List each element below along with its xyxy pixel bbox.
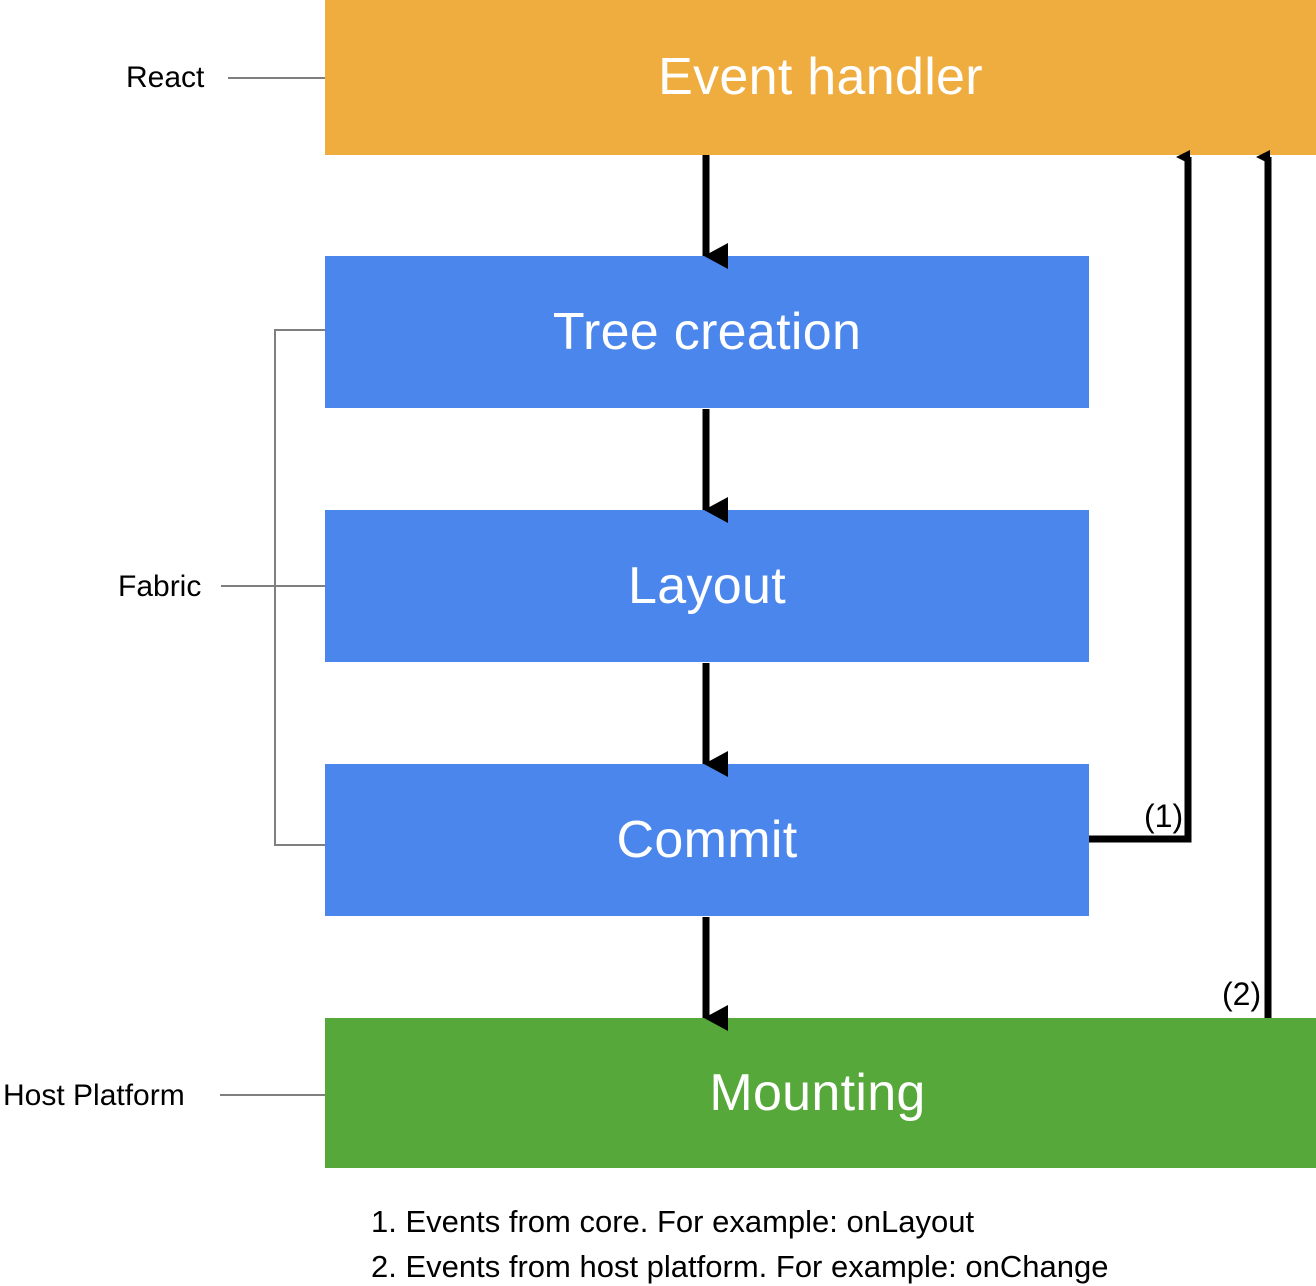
box-label-mounting: Mounting [709, 1064, 926, 1122]
callout-marker-1-text: (1) [1144, 798, 1184, 834]
box-label-tree-creation: Tree creation [552, 303, 862, 361]
callout-arrow-1 [1089, 150, 1192, 843]
layer-label-react-text: React [126, 61, 205, 94]
box-label-event-handler: Event handler [658, 47, 983, 106]
box-event-handler[interactable]: Event handler [325, 0, 1316, 155]
layer-label-host-platform-text: Host Platform [3, 1079, 185, 1112]
box-layout[interactable]: Layout [325, 510, 1089, 662]
callout-marker-1: (1) [1144, 800, 1183, 832]
box-mounting[interactable]: Mounting [325, 1018, 1316, 1168]
layer-label-host-platform: Host Platform [3, 1081, 185, 1111]
layer-label-fabric: Fabric [118, 572, 201, 602]
footnote-2-text: 2. Events from host platform. For exampl… [371, 1249, 1109, 1284]
box-label-layout: Layout [628, 557, 786, 615]
callout-marker-2-text: (2) [1222, 976, 1262, 1012]
footnote-2: 2. Events from host platform. For exampl… [371, 1251, 1108, 1282]
layer-label-react: React [126, 63, 204, 93]
layer-label-fabric-text: Fabric [118, 570, 202, 603]
box-commit[interactable]: Commit [325, 764, 1089, 916]
footnote-1: 1. Events from core. For example: onLayo… [371, 1206, 974, 1237]
callout-marker-2: (2) [1222, 978, 1261, 1010]
bracket-fabric [274, 329, 325, 846]
box-label-commit: Commit [616, 811, 798, 869]
box-tree-creation[interactable]: Tree creation [325, 256, 1089, 408]
footnote-1-text: 1. Events from core. For example: onLayo… [371, 1204, 975, 1239]
